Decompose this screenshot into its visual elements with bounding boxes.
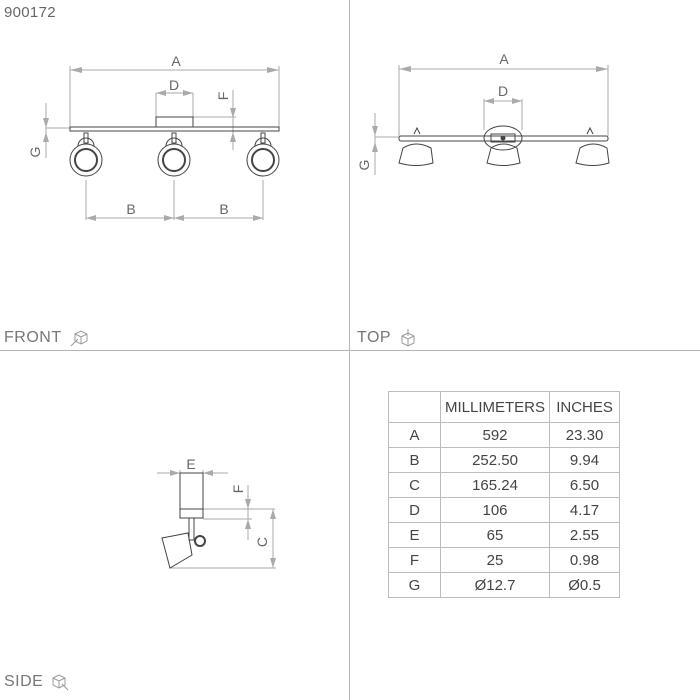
table-row: F 25 0.98 [388, 547, 621, 573]
table-row: D 106 4.17 [388, 497, 621, 523]
svg-text:A: A [171, 53, 181, 69]
mm-cell: 252.50 [439, 447, 551, 473]
mm-cell: 65 [439, 522, 551, 548]
svg-text:D: D [169, 77, 179, 93]
table-row: E 65 2.55 [388, 522, 621, 548]
svg-text:B: B [219, 201, 228, 217]
dim-cell: E [388, 522, 441, 548]
in-cell: 4.17 [549, 497, 621, 523]
iso-cube-front-icon [70, 330, 88, 347]
in-cell: 9.94 [549, 447, 621, 473]
dim-cell: A [388, 422, 441, 448]
top-view-drawing: A D G [356, 51, 610, 175]
table-row: A 592 23.30 [388, 422, 621, 448]
svg-text:E: E [186, 456, 195, 472]
svg-text:B: B [126, 201, 135, 217]
front-label-text: FRONT [4, 329, 62, 346]
svg-text:F: F [230, 485, 246, 494]
table-row: G Ø12.7 Ø0.5 [388, 572, 621, 598]
in-cell: 6.50 [549, 472, 621, 498]
dim-cell: F [388, 547, 441, 573]
in-cell: 23.30 [549, 422, 621, 448]
svg-text:A: A [499, 51, 509, 67]
front-view-drawing: A D F G B B [27, 53, 280, 221]
iso-cube-side-icon [52, 674, 69, 691]
mm-cell: 592 [439, 422, 551, 448]
front-view-label: FRONT [4, 329, 88, 347]
horizontal-divider [0, 350, 700, 351]
side-view-label: SIDE [4, 673, 69, 691]
header-cell: INCHES [549, 391, 621, 423]
mm-cell: Ø12.7 [439, 572, 551, 598]
dim-cell: G [388, 572, 441, 598]
header-cell [388, 391, 441, 423]
in-cell: Ø0.5 [549, 572, 621, 598]
product-id: 900172 [4, 4, 56, 21]
mm-cell: 106 [439, 497, 551, 523]
header-cell: MILLIMETERS [439, 391, 551, 423]
top-label-text: TOP [357, 329, 392, 346]
svg-text:G: G [27, 147, 43, 158]
dim-cell: C [388, 472, 441, 498]
table-row: C 165.24 6.50 [388, 472, 621, 498]
svg-text:F: F [215, 92, 231, 101]
iso-cube-top-icon [401, 329, 415, 347]
table-row: B 252.50 9.94 [388, 447, 621, 473]
svg-text:D: D [498, 83, 508, 99]
svg-text:C: C [254, 537, 270, 547]
top-view-label: TOP [357, 329, 417, 347]
side-label-text: SIDE [4, 673, 44, 690]
side-view-drawing: E F C [157, 456, 276, 569]
mm-cell: 25 [439, 547, 551, 573]
dimensions-table: MILLIMETERS INCHES A 592 23.30 B 252.50 … [388, 391, 621, 598]
dim-cell: B [388, 447, 441, 473]
mm-cell: 165.24 [439, 472, 551, 498]
in-cell: 2.55 [549, 522, 621, 548]
dim-cell: D [388, 497, 441, 523]
table-header-row: MILLIMETERS INCHES [388, 391, 621, 423]
in-cell: 0.98 [549, 547, 621, 573]
svg-text:G: G [356, 160, 372, 171]
